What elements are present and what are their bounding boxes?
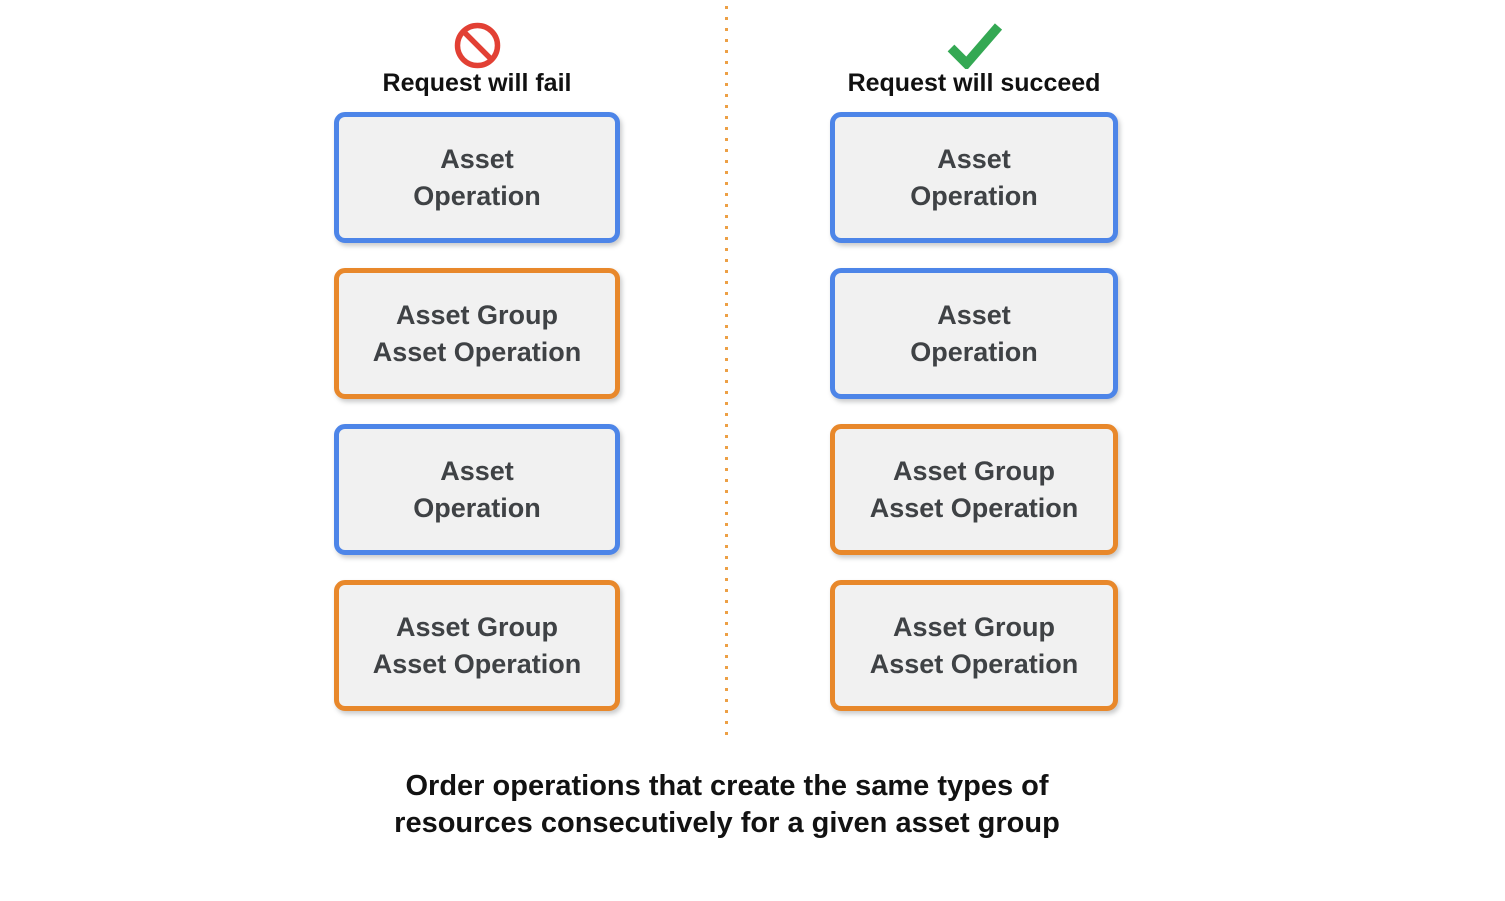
box-label-line: Asset Operation [372, 648, 582, 679]
box-label-line: Asset Operation [869, 492, 1079, 523]
box-label-line: Asset Operation [372, 336, 582, 367]
caption-line: Order operations that create the same ty… [405, 770, 1049, 802]
asset-group-asset-operation-box: Asset Group Asset Operation [334, 580, 620, 711]
prohibited-icon [454, 22, 501, 69]
box-label-line: Asset Group [892, 455, 1056, 486]
column-divider [725, 6, 728, 738]
asset-operation-box: Asset Operation [830, 268, 1118, 399]
box-label-line: Operation [910, 336, 1038, 367]
box-label-line: Asset Group [892, 611, 1056, 642]
box-label-line: Operation [413, 180, 541, 211]
asset-group-asset-operation-box: Asset Group Asset Operation [830, 580, 1118, 711]
box-label-line: Asset [937, 143, 1011, 174]
box-label-line: Operation [910, 180, 1038, 211]
fail-column-title: Request will fail [382, 69, 572, 97]
succeed-column-title: Request will succeed [847, 69, 1101, 97]
box-label-line: Asset Group [395, 611, 559, 642]
box-label-line: Operation [413, 492, 541, 523]
box-label-line: Asset [440, 143, 514, 174]
checkmark-icon [946, 22, 1003, 69]
asset-group-asset-operation-box: Asset Group Asset Operation [334, 268, 620, 399]
box-label-line: Asset Group [395, 299, 559, 330]
succeed-column-header: Request will succeed [830, 0, 1118, 112]
box-label-line: Asset [937, 299, 1011, 330]
box-label-line: Asset Operation [869, 648, 1079, 679]
box-label-line: Asset [440, 455, 514, 486]
asset-group-asset-operation-box: Asset Group Asset Operation [830, 424, 1118, 555]
diagram-caption: Order operations that create the same ty… [0, 768, 1454, 842]
asset-operation-box: Asset Operation [830, 112, 1118, 243]
fail-column-header: Request will fail [334, 0, 620, 112]
succeed-column: Request will succeed Asset Operation Ass… [830, 0, 1118, 736]
asset-operation-box: Asset Operation [334, 112, 620, 243]
asset-operation-box: Asset Operation [334, 424, 620, 555]
caption-line: resources consecutively for a given asse… [394, 807, 1060, 839]
fail-column: Request will fail Asset Operation Asset … [334, 0, 620, 736]
